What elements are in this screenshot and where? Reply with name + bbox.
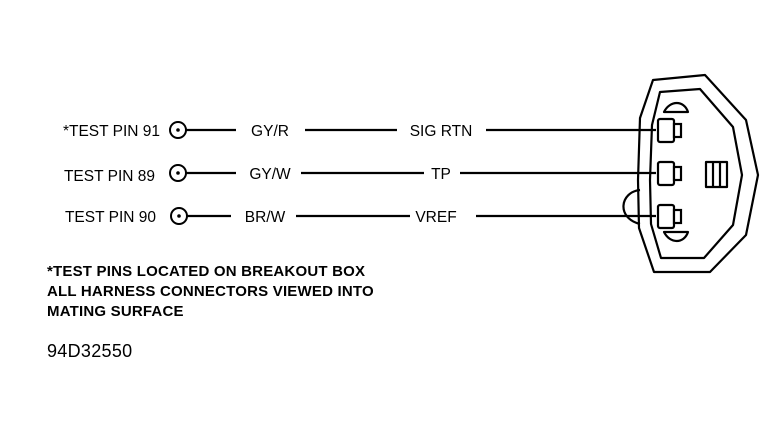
note-line-2: ALL HARNESS CONNECTORS VIEWED INTO bbox=[47, 283, 374, 300]
terminal-sig-rtn bbox=[656, 117, 676, 144]
terminal-slot bbox=[672, 208, 683, 225]
terminal-slot bbox=[672, 165, 683, 182]
notes-block: *TEST PINS LOCATED ON BREAKOUT BOX ALL H… bbox=[47, 262, 374, 322]
wire-color-gy-r: GY/R bbox=[251, 123, 289, 140]
test-pin-90-terminal-dot bbox=[177, 214, 181, 218]
connector-lock-tab bbox=[704, 160, 729, 189]
test-pin-90-label: TEST PIN 90 bbox=[65, 209, 156, 226]
harness-connector bbox=[622, 73, 760, 274]
terminal-tp bbox=[656, 160, 676, 187]
connector-terminals bbox=[656, 117, 683, 230]
pin-row-89: TEST PIN 89 GY/W TP bbox=[64, 164, 656, 185]
note-line-1: *TEST PINS LOCATED ON BREAKOUT BOX bbox=[47, 263, 366, 280]
connector-latch bbox=[622, 188, 641, 226]
test-pin-91-terminal-dot bbox=[176, 128, 180, 132]
note-line-3: MATING SURFACE bbox=[47, 303, 184, 320]
wire-color-gy-w: GY/W bbox=[249, 166, 291, 183]
test-pin-89-label: TEST PIN 89 bbox=[64, 168, 155, 185]
terminal-vref bbox=[656, 203, 676, 230]
connector-top-key bbox=[662, 101, 690, 114]
connector-bottom-key bbox=[662, 230, 690, 243]
connector-inner-shell bbox=[648, 87, 744, 260]
pin-row-91: *TEST PIN 91 GY/R SIG RTN bbox=[63, 121, 656, 140]
terminal-slot bbox=[672, 122, 683, 139]
wire-color-br-w: BR/W bbox=[245, 209, 286, 226]
signal-vref: VREF bbox=[415, 209, 456, 226]
signal-sig-rtn: SIG RTN bbox=[410, 123, 473, 140]
test-pin-91-label: *TEST PIN 91 bbox=[63, 123, 160, 140]
signal-tp: TP bbox=[431, 166, 451, 183]
connector-outer-shell bbox=[636, 73, 760, 274]
test-pin-89-terminal-dot bbox=[176, 171, 180, 175]
pin-row-90: TEST PIN 90 BR/W VREF bbox=[65, 207, 656, 226]
figure-id: 94D32550 bbox=[47, 341, 133, 361]
